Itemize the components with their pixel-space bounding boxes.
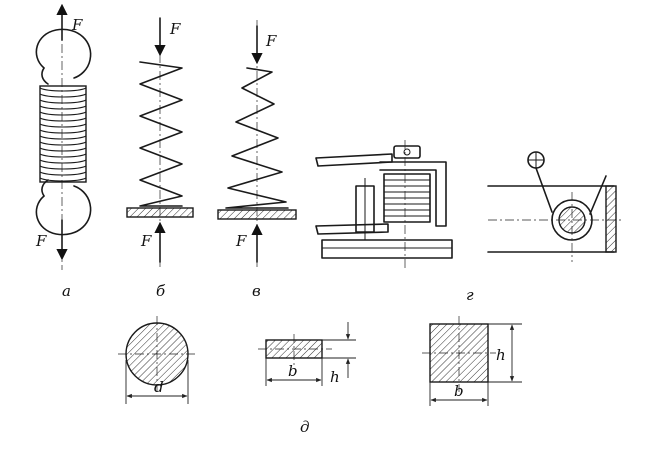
panel-label-b: б [156,282,166,300]
coil-body [39,85,87,183]
dimension-label-b: b [454,382,464,400]
coil-turn [39,87,87,92]
compression-spring-conical: F F в [217,20,297,300]
coil-turn [39,129,87,134]
torsion-spring-roller: г [466,151,622,304]
dimension-label-h: h [330,368,340,386]
cross-section-square: b h [422,316,522,406]
cross-section-flat-rect: b h [258,322,356,386]
coil-turn [39,171,87,176]
dimension-label-h: h [496,346,506,364]
force-label: F [71,16,83,34]
base-plate [126,207,194,218]
coil-turn [39,99,87,104]
force-label: F [265,32,277,50]
panel-label-d: д [300,418,310,436]
tension-spring: F F а [35,3,92,300]
coil-turn [39,147,87,152]
coil-turn [39,141,87,146]
force-label: F [169,20,181,38]
coil-turn [39,159,87,164]
cross-section-round: d [118,316,196,404]
coil-turn [39,123,87,128]
force-label: F [35,232,47,250]
coil-zigzag [225,67,289,209]
panel-label-g: г [466,286,474,304]
coil-turn [39,135,87,140]
panel-label-v: в [252,282,261,300]
coil-turn [39,93,87,98]
dimension-label-b: b [288,362,298,380]
coil-turn [39,111,87,116]
wall [605,185,617,253]
coil-turn [39,117,87,122]
coil-turn [39,105,87,110]
coil-turn [39,165,87,170]
compression-spring-cylindrical: F F б [126,17,194,300]
torsion-spring-assembly [315,140,453,268]
coil-turn [39,177,87,182]
panel-label-a: а [62,282,71,300]
coil-turn [39,153,87,158]
base-plate [217,209,297,220]
force-label: F [235,232,247,250]
dimension-label-d: d [154,378,164,396]
torsion-coil [383,173,431,223]
coil-zigzag [139,61,183,207]
force-label: F [140,232,152,250]
